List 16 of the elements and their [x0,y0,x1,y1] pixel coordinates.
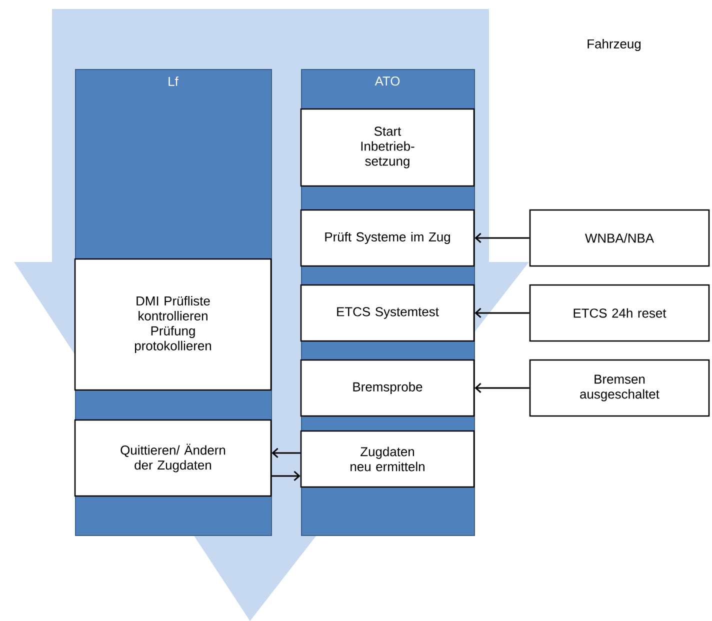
arrow [474,232,530,244]
process-box: ETCS Systemtest [300,284,475,342]
process-box: ETCS 24h reset [529,284,710,342]
process-box: WNBA/NBA [529,209,710,267]
process-box: Start Inbetrieb- setzung [300,108,475,187]
area-label: Fahrzeug [588,38,641,52]
process-box: Bremsen ausgeschaltet [529,359,710,417]
arrow [272,470,300,482]
process-box: Quittieren/ Ändern der Zugdaten [74,419,272,497]
arrow [272,448,300,458]
process-box: Zugdaten neu ermitteln [300,430,475,488]
process-box: Bremsprobe [300,359,475,417]
process-box: DMI Prüfliste kontrollieren Prüfung protokollieren [74,258,272,391]
arrow [474,308,530,318]
process-box: Prüft Systeme im Zug [300,209,475,267]
arrow [474,382,530,394]
